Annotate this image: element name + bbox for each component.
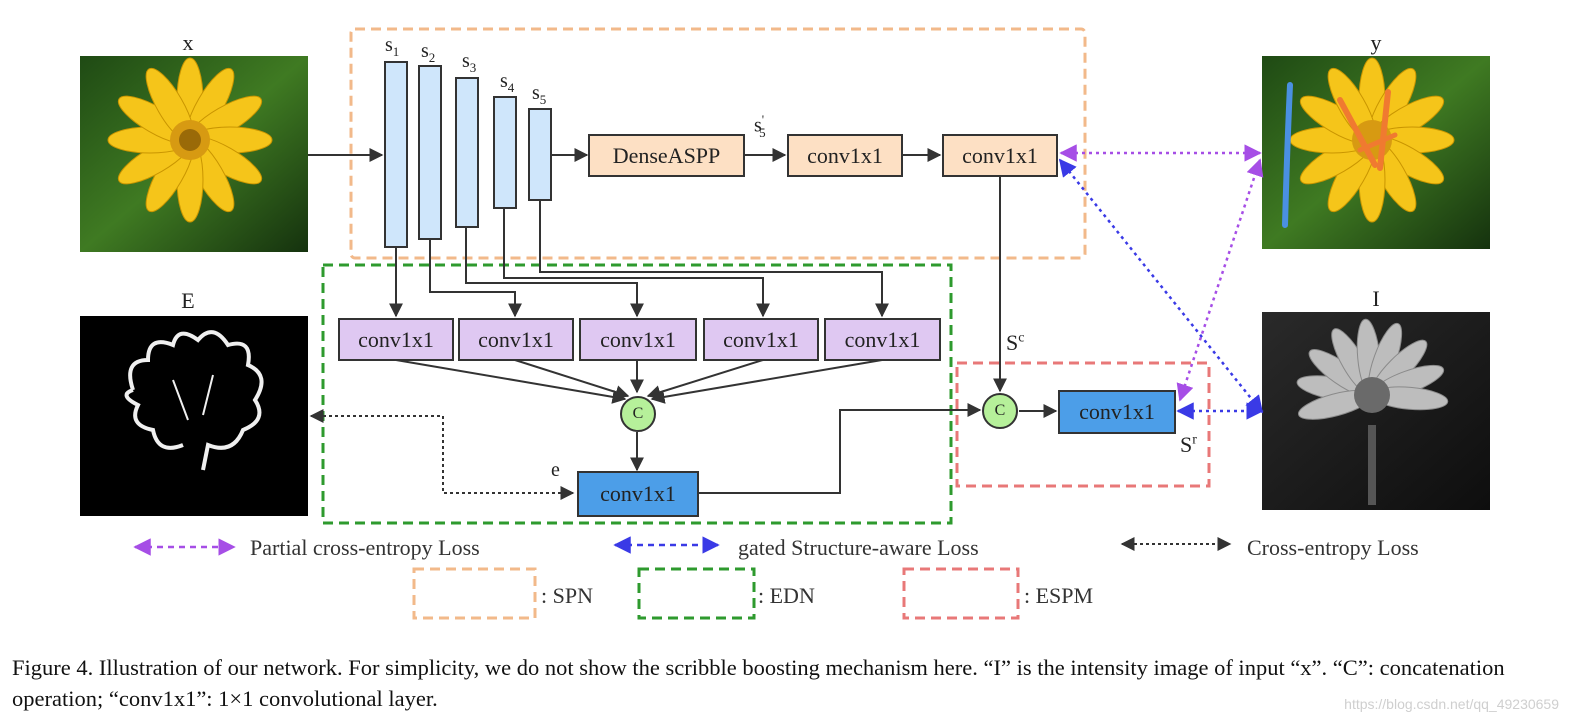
watermark: https://blog.csdn.net/qq_49230659 [1344,696,1559,712]
legend-edn-box [637,567,756,620]
edn-conv-3: conv1x1 [579,318,697,361]
edge-e-label: e [551,459,560,481]
encoder-s4-label: s4 [500,70,515,95]
legend-ce-label: Cross-entropy Loss [1247,535,1419,560]
espm-concat-node: C [982,393,1018,429]
image-i [1262,312,1490,510]
legend-espm-label: : ESPM [1024,583,1094,608]
figure-caption: Figure 4. Illustration of our network. F… [12,655,1505,711]
legend-spn-label: : SPN [541,583,593,608]
encoder-s5 [528,108,552,201]
espm-region [955,361,1211,488]
legend-gated-sa-label: gated Structure-aware Loss [738,535,979,560]
legend-espm-box [902,567,1020,620]
image-y-label: y [1370,30,1382,55]
edn-edge-conv: conv1x1 [577,471,699,517]
image-e-label: E [181,288,195,313]
encoder-s2-label: s2 [421,40,436,65]
encoder-s5-label: s5 [532,82,547,107]
legend-spn-box [412,567,537,620]
image-i-label: I [1372,286,1380,311]
espm-conv: conv1x1 [1058,390,1176,434]
edn-region [321,263,953,525]
image-x [80,56,308,252]
legend-edn-label: : EDN [758,583,815,608]
legend-partial-ce-label: Partial cross-entropy Loss [250,535,480,560]
s5-prime-label: s'5 [754,112,766,140]
encoder-s2 [418,65,442,240]
image-x-label: x [182,30,194,55]
sr-label: Sr [1180,432,1197,457]
image-e [80,316,308,516]
encoder-s1 [384,61,408,248]
image-y [1262,56,1490,249]
dense-aspp-block: DenseASPP [588,134,745,177]
spn-region [349,27,1087,260]
encoder-s4 [493,96,517,209]
edn-conv-1: conv1x1 [338,318,454,361]
encoder-s3-label: s3 [462,50,477,75]
edn-conv-4: conv1x1 [703,318,819,361]
spn-conv-b: conv1x1 [942,134,1058,177]
edn-conv-2: conv1x1 [458,318,574,361]
spn-conv-a: conv1x1 [787,134,903,177]
edn-conv-5: conv1x1 [824,318,941,361]
encoder-s1-label: s1 [385,34,400,59]
sc-label: Sc [1006,330,1025,355]
edn-concat-node: C [620,396,656,432]
encoder-s3 [455,77,479,228]
